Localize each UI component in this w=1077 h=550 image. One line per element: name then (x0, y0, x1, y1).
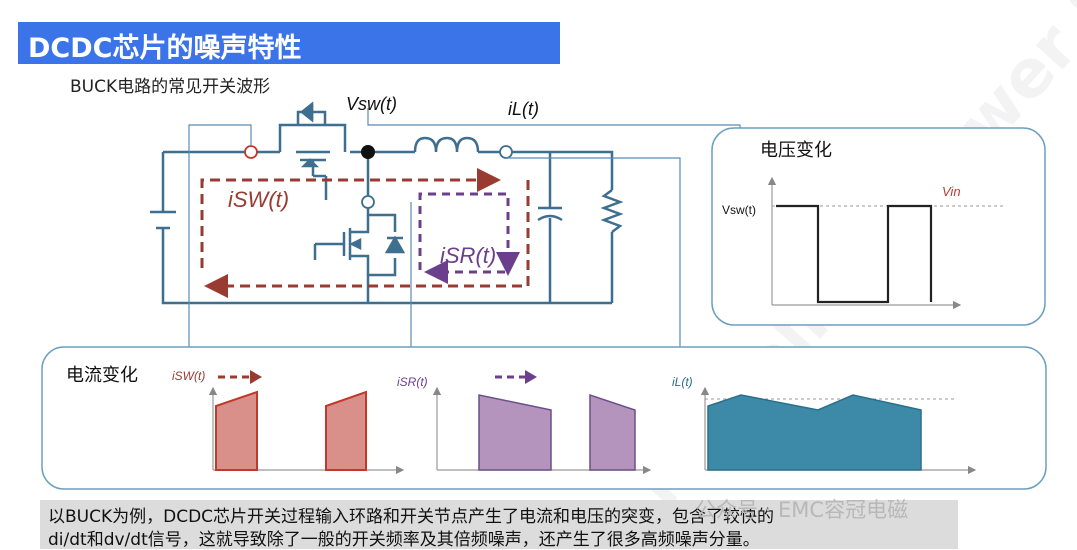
isr-label: iSR(t) (440, 243, 496, 268)
isw-plot: iSW(t) (172, 369, 405, 475)
isw-current-loop (200, 168, 530, 298)
isr-probe-ring (361, 195, 375, 209)
vsw-waveform (776, 204, 933, 304)
il-waveform (707, 394, 922, 471)
isw-pulse-2 (325, 390, 367, 471)
isw-probe-ring (244, 145, 258, 159)
il-plot: iL(t) (672, 375, 977, 475)
wechat-watermark: 公众号 · EMC容冠电磁 (695, 498, 909, 522)
isw-plot-label: iSW(t) (172, 369, 205, 383)
probe-leads (184, 108, 745, 368)
isr-plot: iSR(t) (397, 370, 652, 475)
isr-pulse-1 (478, 394, 552, 471)
low-side-mosfet-icon (313, 215, 406, 275)
il-plot-label: iL(t) (672, 375, 693, 389)
isw-label: iSW(t) (228, 187, 289, 212)
switch-node-dot (361, 145, 375, 159)
page-title: DCDC芯片的噪声特性 (28, 33, 302, 64)
caption-line-2: di/dt和dv/dt信号，这就导致除了一般的开关频率及其倍频噪声，还产生了很多… (48, 530, 760, 550)
voltage-axes (767, 176, 962, 310)
il-probe-ring (499, 145, 513, 159)
resistor-icon (600, 189, 624, 233)
voltage-panel (711, 127, 1046, 326)
high-side-mosfet-icon (296, 101, 330, 200)
isr-plot-label: iSR(t) (397, 375, 428, 389)
voltage-ylabel: Vsw(t) (722, 203, 756, 217)
vin-label: Vin (942, 184, 961, 199)
caption-line-1: 以BUCK为例，DCDC芯片开关过程输入环路和开关节点产生了电流和电压的突变，包… (48, 507, 775, 527)
subtitle: BUCK电路的常见开关波形 (70, 77, 271, 97)
current-panel-title: 电流变化 (66, 365, 138, 386)
inductor-icon (413, 136, 480, 153)
il-label: iL(t) (508, 99, 539, 119)
vsw-label: Vsw(t) (346, 94, 397, 114)
isw-pulse-1 (215, 390, 258, 471)
capacitor-icon (537, 206, 563, 222)
isr-current-loop (418, 192, 520, 284)
isr-pulse-2 (589, 393, 636, 471)
circuit-wires (161, 123, 614, 305)
title-bar: DCDC芯片的噪声特性 (18, 22, 560, 64)
voltage-panel-title: 电压变化 (760, 140, 832, 161)
battery-icon (150, 210, 176, 230)
caption-box: 以BUCK为例，DCDC芯片开关过程输入环路和开关节点产生了电流和电压的突变，包… (40, 500, 958, 550)
